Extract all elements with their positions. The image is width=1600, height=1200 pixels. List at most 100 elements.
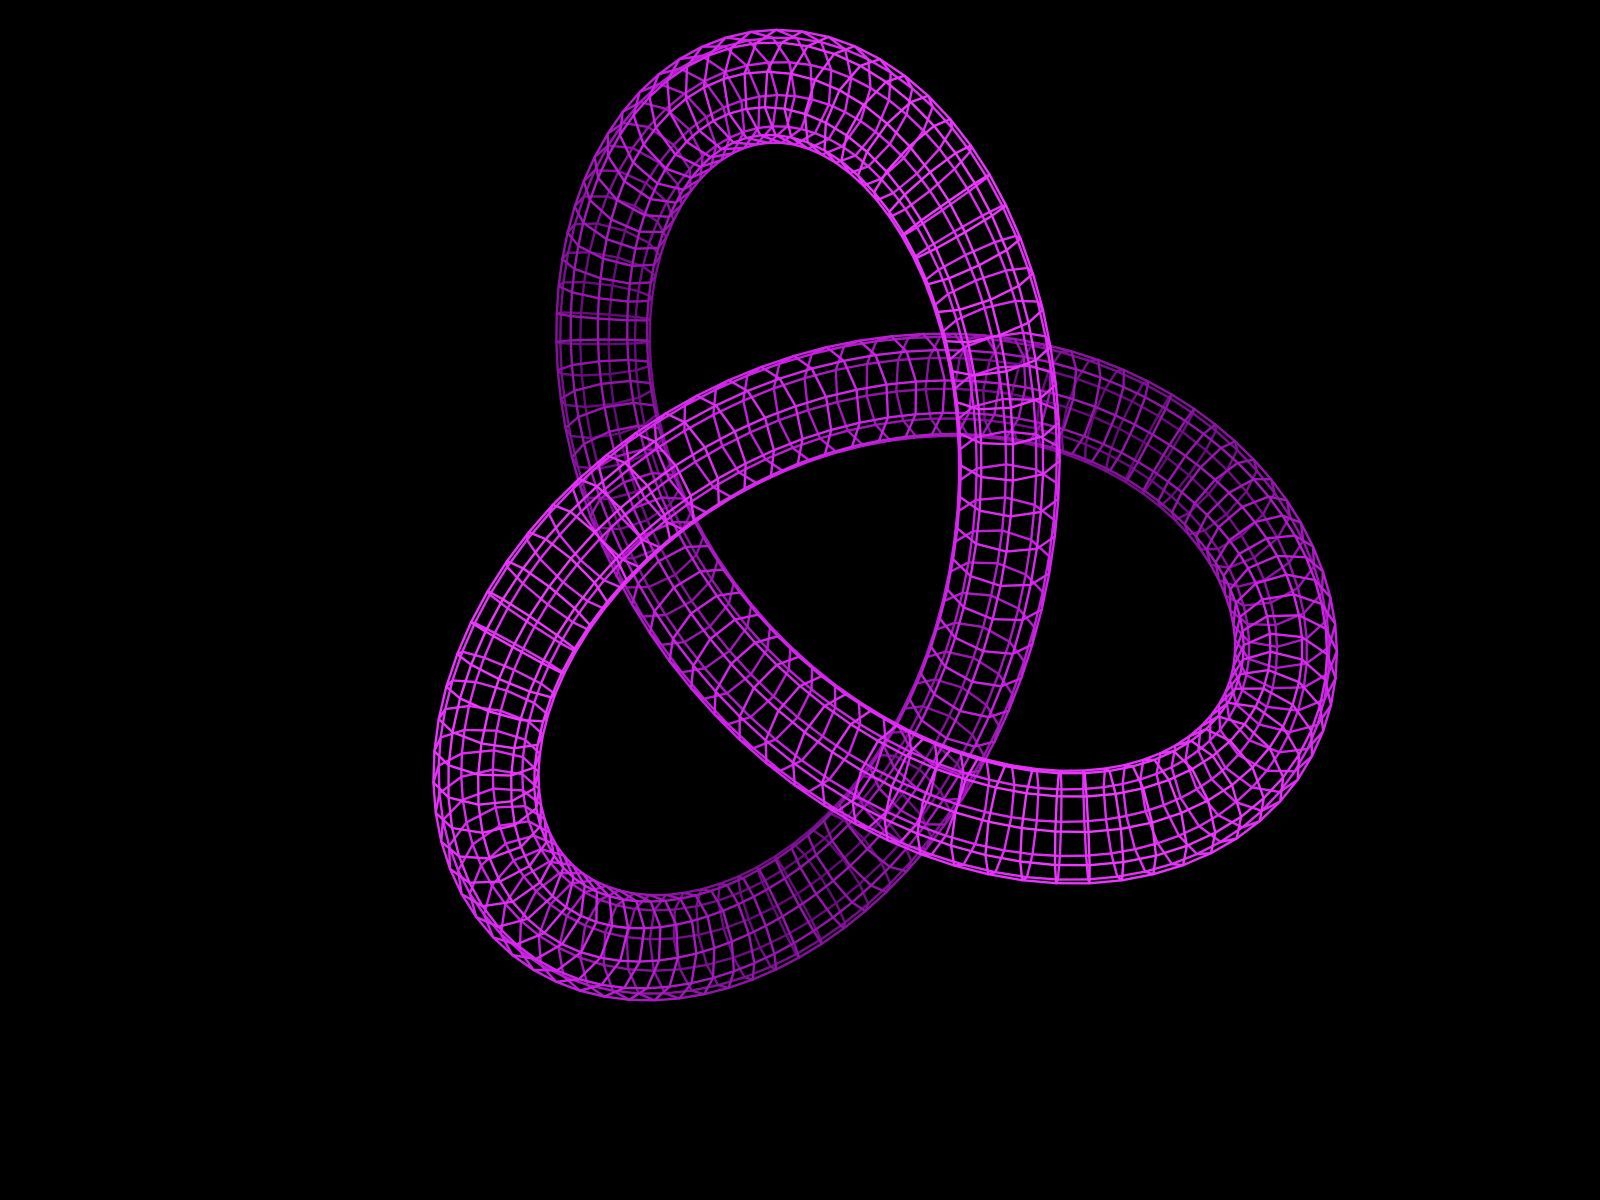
wire-segment bbox=[664, 899, 678, 926]
wire-segment bbox=[858, 416, 890, 424]
wire-segment bbox=[672, 570, 702, 589]
wire-segment bbox=[577, 221, 585, 248]
wire-segment bbox=[1054, 383, 1061, 424]
wire-segment bbox=[944, 621, 956, 653]
wire-segment bbox=[971, 379, 1001, 385]
wire-segment bbox=[601, 237, 608, 260]
wire-segment bbox=[860, 799, 885, 819]
wire-segment bbox=[851, 801, 886, 821]
wire-segment bbox=[699, 156, 712, 169]
wire-segment bbox=[1205, 491, 1231, 517]
wire-segment bbox=[518, 919, 523, 952]
wire-segment bbox=[683, 625, 712, 644]
wire-segment bbox=[1321, 570, 1332, 599]
wire-segment bbox=[862, 80, 888, 107]
wire-segment bbox=[915, 763, 934, 790]
wire-segment bbox=[598, 497, 613, 529]
wire-segment bbox=[615, 557, 628, 581]
wire-segment bbox=[725, 876, 745, 887]
wire-segment bbox=[707, 46, 733, 57]
wire-segment bbox=[1153, 758, 1171, 782]
wire-segment bbox=[1032, 398, 1057, 410]
wire-segment bbox=[492, 729, 498, 752]
wire-segment bbox=[672, 128, 691, 147]
wire-segment bbox=[600, 379, 632, 386]
wire-segment bbox=[874, 419, 905, 426]
wire-segment bbox=[1102, 442, 1123, 454]
wire-segment bbox=[703, 976, 715, 996]
wire-segment bbox=[1265, 537, 1279, 558]
wire-segment bbox=[1297, 729, 1313, 756]
wire-segment bbox=[561, 914, 583, 946]
wire-segment bbox=[866, 882, 892, 906]
wire-segment bbox=[625, 936, 651, 941]
wire-segment bbox=[953, 864, 990, 876]
wire-segment bbox=[1004, 430, 1038, 436]
wire-segment bbox=[900, 235, 915, 259]
wire-segment bbox=[1041, 308, 1052, 348]
wire-segment bbox=[603, 488, 623, 519]
wire-segment bbox=[683, 429, 697, 464]
wire-segment bbox=[1320, 602, 1328, 630]
wire-segment bbox=[874, 350, 908, 357]
wire-segment bbox=[958, 495, 981, 512]
wire-segment bbox=[774, 716, 799, 741]
wire-segment bbox=[849, 723, 880, 743]
wire-segment bbox=[1162, 804, 1181, 837]
wire-segment bbox=[603, 986, 626, 998]
wire-segment bbox=[477, 803, 484, 834]
wire-segment bbox=[675, 919, 694, 926]
wire-segment bbox=[611, 284, 640, 293]
wire-segment bbox=[1026, 266, 1039, 303]
wire-segment bbox=[1239, 797, 1266, 818]
wire-segment bbox=[447, 796, 454, 830]
wire-segment bbox=[569, 557, 596, 584]
wire-segment bbox=[626, 282, 631, 303]
wire-segment bbox=[823, 121, 827, 152]
wire-segment bbox=[941, 773, 961, 802]
wire-segment bbox=[579, 281, 586, 315]
wire-segment bbox=[745, 134, 762, 140]
wire-segment bbox=[1316, 703, 1333, 727]
wire-segment bbox=[922, 332, 939, 352]
wire-segment bbox=[751, 962, 756, 981]
wire-segment bbox=[1184, 432, 1205, 458]
wire-segment bbox=[984, 853, 1022, 863]
wire-segment bbox=[774, 858, 786, 880]
wire-segment bbox=[460, 892, 484, 908]
wire-segment bbox=[646, 484, 666, 517]
wire-segment bbox=[626, 338, 630, 362]
wire-segment bbox=[658, 476, 672, 506]
wire-segment bbox=[862, 816, 885, 841]
wire-segment bbox=[1281, 514, 1303, 524]
wire-segment bbox=[743, 42, 758, 75]
wire-segment bbox=[908, 705, 925, 733]
wire-segment bbox=[653, 985, 671, 1002]
wire-segment bbox=[656, 200, 669, 223]
wire-segment bbox=[958, 298, 992, 311]
wire-segment bbox=[1035, 398, 1041, 430]
wire-segment bbox=[985, 176, 1004, 207]
wire-segment bbox=[820, 145, 844, 156]
wire-segment bbox=[810, 665, 814, 691]
wire-segment bbox=[1119, 827, 1125, 864]
wire-segment bbox=[579, 956, 605, 967]
wire-segment bbox=[481, 900, 514, 908]
wire-segment bbox=[865, 358, 900, 366]
wire-segment bbox=[465, 821, 474, 846]
wire-segment bbox=[973, 370, 1008, 377]
wire-segment bbox=[621, 898, 638, 903]
wire-segment bbox=[521, 557, 542, 585]
wire-segment bbox=[883, 817, 919, 835]
wire-segment bbox=[740, 95, 761, 102]
wire-segment bbox=[600, 983, 626, 989]
wire-segment bbox=[457, 855, 491, 860]
wire-segment bbox=[956, 498, 977, 513]
wire-segment bbox=[1028, 364, 1053, 374]
wire-segment bbox=[622, 481, 635, 510]
wire-segment bbox=[1074, 368, 1102, 379]
wire-segment bbox=[1254, 705, 1285, 728]
wire-segment bbox=[695, 946, 716, 955]
wire-segment bbox=[1235, 819, 1262, 840]
wire-segment bbox=[632, 401, 640, 427]
